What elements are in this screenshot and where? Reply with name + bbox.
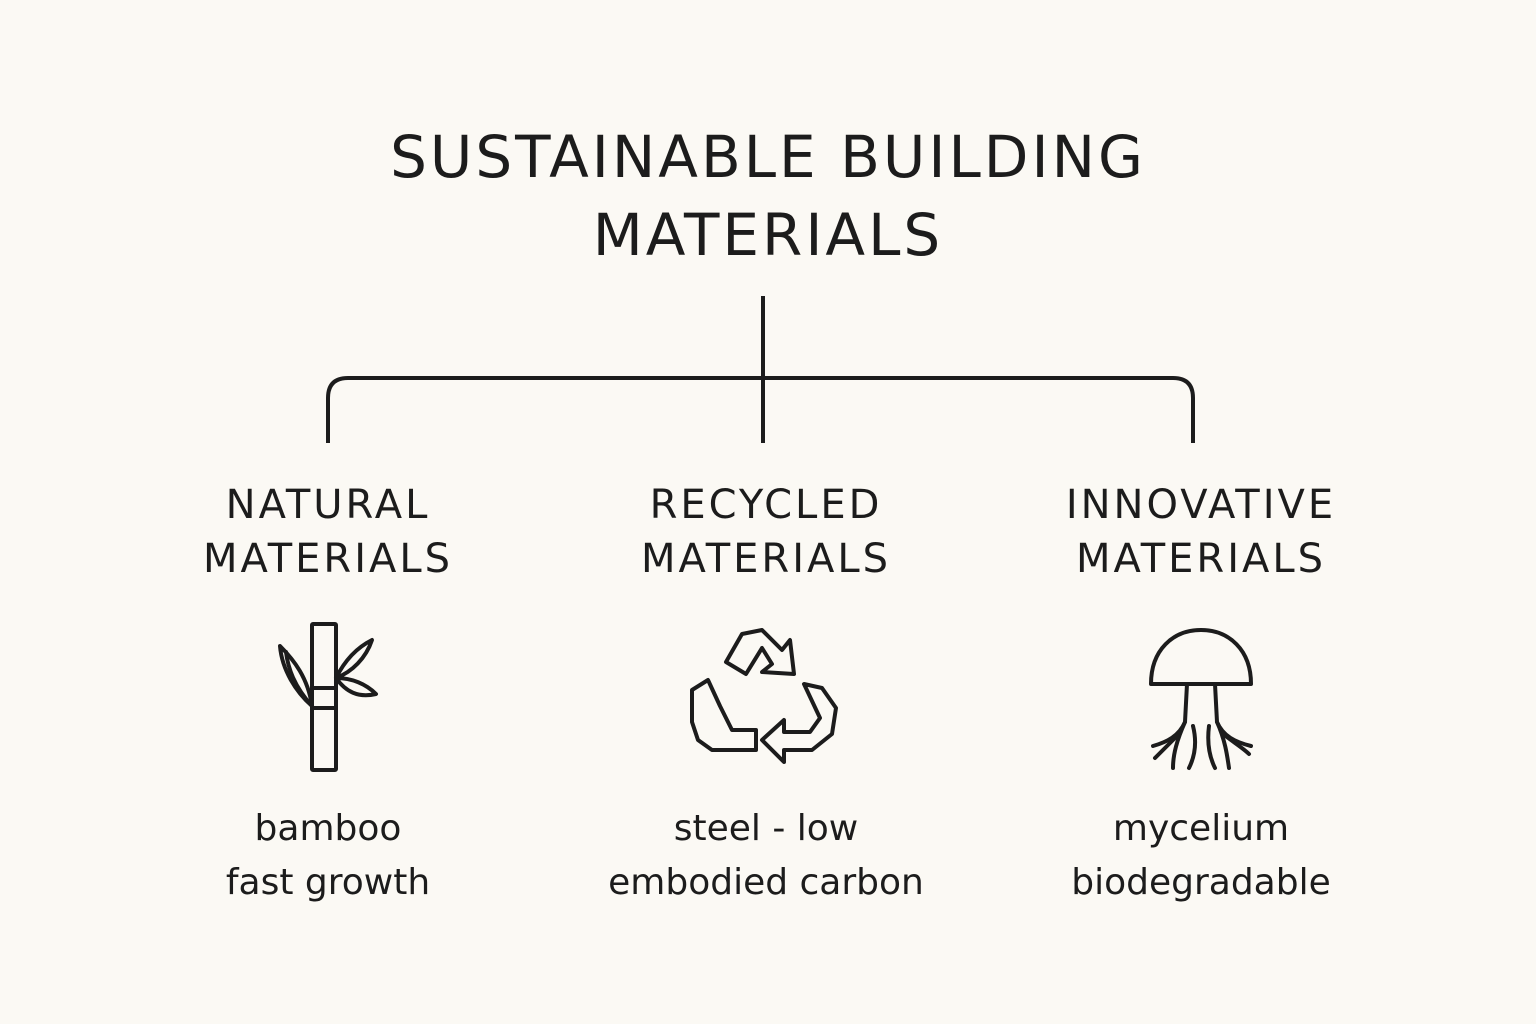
branch-description: mycelium biodegradable	[1021, 802, 1381, 910]
branch-innovative-materials: INNOVATIVE MATERIALS mycelium biodegrada…	[1021, 478, 1381, 910]
branch-description-line2: embodied carbon	[608, 862, 924, 903]
branch-natural-materials: NATURAL MATERIALS bamboo fast growth	[148, 478, 508, 910]
branch-heading-line1: RECYCLED	[649, 482, 883, 528]
branch-description: steel - low embodied carbon	[586, 802, 946, 910]
branch-heading: RECYCLED MATERIALS	[586, 478, 946, 586]
branch-description-line2: fast growth	[225, 862, 431, 903]
branch-heading-line1: NATURAL	[225, 482, 431, 528]
branch-description-line1: steel - low	[673, 808, 859, 849]
branch-description-line1: bamboo	[254, 808, 402, 849]
bamboo-icon	[278, 622, 378, 772]
branch-heading-line1: INNOVATIVE	[1065, 482, 1337, 528]
diagram-title: SUSTAINABLE BUILDING MATERIALS	[0, 118, 1536, 274]
branch-heading-line2: MATERIALS	[640, 536, 892, 582]
diagram-title-line2: MATERIALS	[592, 201, 944, 269]
recycle-icon	[690, 628, 838, 764]
branch-heading-line2: MATERIALS	[202, 536, 454, 582]
crossbar-line	[326, 376, 1195, 443]
branch-description-line1: mycelium	[1112, 808, 1290, 849]
branch-recycled-materials: RECYCLED MATERIALS steel - low embodied …	[586, 478, 946, 910]
mushroom-icon	[1149, 628, 1253, 770]
branch-heading-line2: MATERIALS	[1075, 536, 1327, 582]
branch-heading: INNOVATIVE MATERIALS	[1021, 478, 1381, 586]
branch-description: bamboo fast growth	[148, 802, 508, 910]
diagram-title-line1: SUSTAINABLE BUILDING	[390, 123, 1146, 191]
branch-description-line2: biodegradable	[1071, 862, 1331, 903]
branch-heading: NATURAL MATERIALS	[148, 478, 508, 586]
